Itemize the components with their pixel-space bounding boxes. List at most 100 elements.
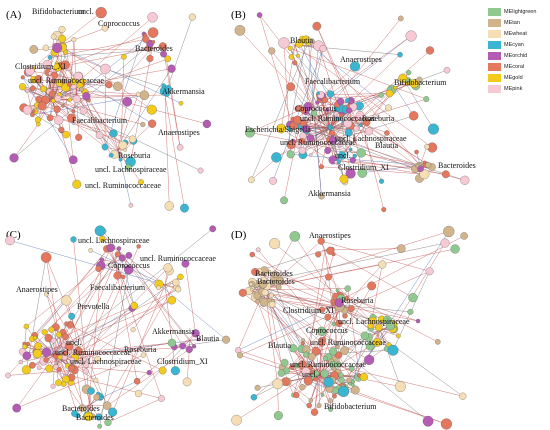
network-node (231, 414, 242, 426)
network-edge (16, 354, 144, 409)
network-node (109, 129, 118, 138)
network-node (191, 329, 200, 338)
network-node (317, 326, 327, 336)
network-node (417, 165, 424, 172)
network-edge (264, 248, 456, 289)
network-node (5, 372, 11, 379)
node-label: Faecalibacterium (90, 283, 146, 292)
network-edge (164, 284, 176, 371)
network-node (325, 273, 333, 281)
network-node (332, 393, 337, 399)
network-node (316, 403, 322, 409)
network-edge (264, 287, 345, 312)
network-node (54, 95, 62, 102)
network-node (372, 338, 382, 347)
network-node (100, 63, 111, 75)
network-node (118, 157, 123, 162)
node-label: uncl. Ruminococcaceae (280, 138, 356, 147)
network-node (254, 384, 261, 391)
network-edge (306, 48, 324, 129)
network-node (326, 90, 334, 98)
node-label: Faecalibacterium (72, 116, 128, 125)
network-node (202, 119, 212, 129)
network-node (364, 354, 375, 365)
network-edge (264, 287, 429, 422)
node-label: uncl. Lachnospiraceae (95, 165, 167, 174)
network-node (286, 140, 296, 150)
legend-label: MEpink (504, 85, 523, 92)
network-node (349, 147, 353, 152)
network-node (335, 288, 340, 293)
network-node (398, 73, 408, 83)
network-node (289, 344, 298, 353)
network-node (164, 55, 172, 63)
network-node (405, 82, 410, 86)
network-edge (105, 68, 168, 90)
node-label: Roseburia (362, 114, 395, 123)
node-label: Roseburia (118, 151, 151, 160)
network-edge (283, 125, 300, 201)
network-edge (290, 48, 328, 151)
network-node (249, 287, 254, 292)
network-edge (98, 282, 177, 418)
network-edge (294, 44, 401, 55)
network-node (40, 85, 47, 93)
network-node (302, 124, 311, 133)
network-node (425, 46, 435, 55)
legend-item: MElightgreen (488, 6, 550, 17)
network-node (32, 109, 36, 113)
network-edge (294, 236, 341, 306)
legend-label: MEcyan (504, 41, 524, 48)
network-node (93, 393, 101, 401)
network-edge (252, 254, 381, 331)
node-label: Akkermansia (162, 87, 205, 96)
network-node (286, 150, 295, 159)
network-edge (319, 374, 331, 410)
network-node (125, 252, 133, 259)
network-node (78, 404, 87, 412)
network-node (318, 339, 326, 347)
network-edge (321, 240, 430, 272)
node-label: Clostridium_XI (338, 163, 389, 172)
network-edge (54, 228, 213, 356)
network-node (356, 148, 366, 158)
network-node (138, 179, 144, 185)
network-node (350, 385, 360, 395)
network-node (68, 155, 78, 165)
network-edge (307, 106, 331, 129)
network-node (95, 265, 102, 272)
network-node (57, 354, 63, 360)
node-label: Coprococcus (98, 19, 140, 28)
network-node (271, 152, 282, 163)
network-node (248, 176, 255, 184)
network-node (280, 358, 289, 367)
network-edge (117, 101, 128, 151)
network-node (425, 267, 434, 276)
legend-item: MEorchid (488, 50, 550, 61)
network-node (62, 350, 69, 356)
network-node (313, 377, 318, 382)
network-node (209, 225, 217, 233)
network-node (116, 246, 122, 251)
network-node (408, 293, 418, 303)
network-node (256, 12, 263, 18)
network-node (319, 164, 324, 170)
network-edge (20, 354, 56, 363)
network-edge (386, 132, 421, 166)
network-edge (286, 264, 383, 372)
node-label: Bifidobacterium (32, 7, 85, 16)
network-edge (107, 349, 190, 406)
network-node (308, 398, 314, 403)
node-label: uncl. (66, 338, 82, 347)
network-node (378, 260, 387, 269)
network-edge (27, 29, 63, 111)
legend-label: MEwheat (504, 30, 527, 37)
network-node (58, 34, 66, 43)
network-node (134, 389, 143, 398)
node-label: Bacteroides (62, 404, 100, 413)
network-node (338, 151, 347, 160)
network-edge (336, 114, 387, 134)
network-edge (274, 243, 381, 331)
network-node (340, 346, 350, 355)
